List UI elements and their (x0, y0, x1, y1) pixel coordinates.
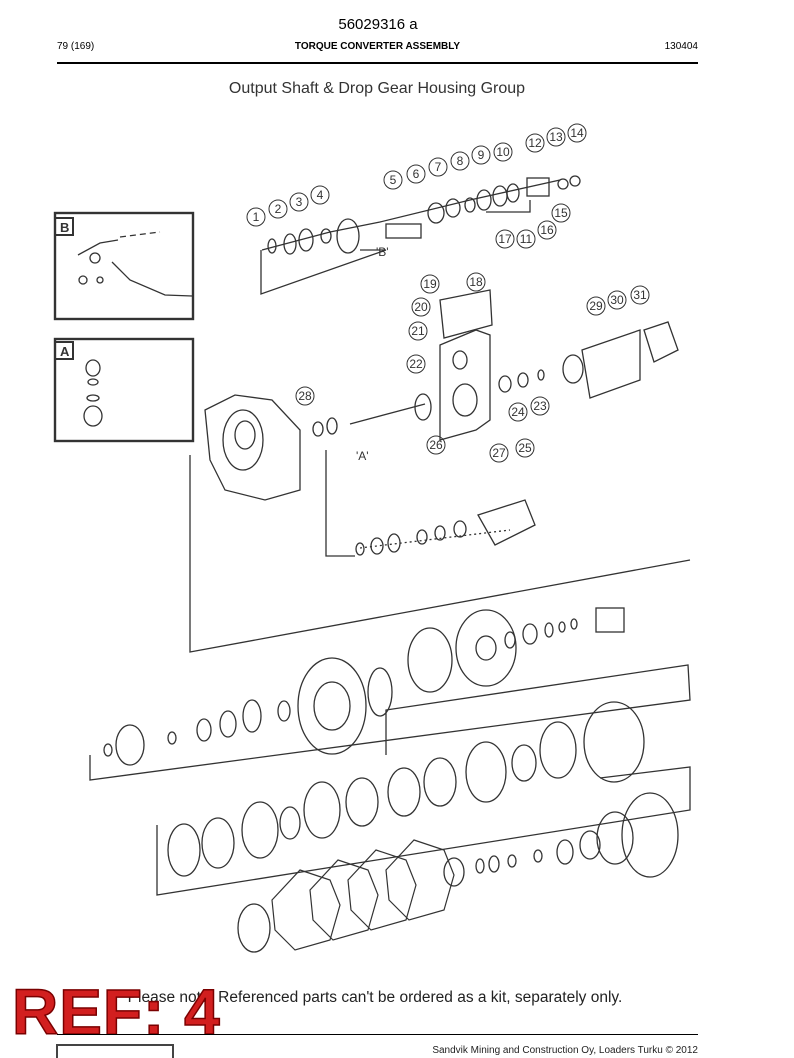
inset-a-label: A (60, 344, 70, 359)
callout-2: 2 (275, 202, 282, 216)
callout-6: 6 (413, 167, 420, 181)
callout-14: 14 (570, 126, 584, 140)
top-shaft-components (267, 175, 581, 255)
callout-29: 29 (589, 299, 603, 313)
callout-10: 10 (496, 145, 510, 159)
page-header: 79 (169) TORQUE CONVERTER ASSEMBLY 13040… (57, 41, 698, 55)
callout-12: 12 (528, 136, 542, 150)
callout-26: 26 (429, 438, 443, 452)
callout-5: 5 (390, 173, 397, 187)
reference-b-marker: 'B' (376, 245, 389, 259)
callout-31: 31 (633, 288, 647, 302)
callout-27: 27 (492, 446, 506, 460)
copyright-footer: Sandvik Mining and Construction Oy, Load… (432, 1045, 698, 1056)
reference-stamp: REF: 4 (11, 976, 221, 1048)
brand-logo (56, 1044, 174, 1058)
callout-30: 30 (610, 293, 624, 307)
inset-view-a (53, 337, 195, 443)
converter-housing (204, 394, 301, 501)
callout-23: 23 (533, 399, 547, 413)
callout-markers (246, 123, 650, 463)
callout-7: 7 (435, 160, 442, 174)
callout-9: 9 (478, 148, 485, 162)
document-code: 130404 (664, 41, 698, 52)
inset-b-label: B (60, 220, 69, 235)
callout-20: 20 (414, 300, 428, 314)
inset-view-b (53, 211, 195, 321)
callout-21: 21 (411, 324, 425, 338)
document-id: 56029316 a (338, 16, 418, 33)
callout-1: 1 (253, 210, 260, 224)
section-title: TORQUE CONVERTER ASSEMBLY (294, 41, 461, 52)
callout-13: 13 (549, 130, 563, 144)
callout-24: 24 (511, 405, 525, 419)
reference-a-marker: 'A' (356, 449, 369, 463)
ordering-note: Please note: Referenced parts can't be o… (127, 989, 623, 1006)
callout-3: 3 (296, 195, 303, 209)
diagram-title: Output Shaft & Drop Gear Housing Group (228, 80, 526, 97)
footer-divider (57, 1034, 698, 1035)
callout-28: 28 (298, 389, 312, 403)
pump-assembly (477, 499, 536, 546)
callout-19: 19 (423, 277, 437, 291)
callout-25: 25 (518, 441, 532, 455)
callout-18: 18 (469, 275, 483, 289)
callout-8: 8 (457, 154, 464, 168)
callout-11: 11 (520, 232, 533, 246)
callout-22: 22 (409, 357, 423, 371)
drop-gear-housing (439, 329, 491, 441)
page-number: 79 (169) (57, 41, 95, 52)
callout-4: 4 (317, 188, 324, 202)
header-divider (57, 62, 698, 64)
friction-plates (271, 839, 455, 951)
callout-17: 17 (498, 232, 512, 246)
callout-16: 16 (540, 223, 554, 237)
callout-15: 15 (554, 206, 568, 220)
